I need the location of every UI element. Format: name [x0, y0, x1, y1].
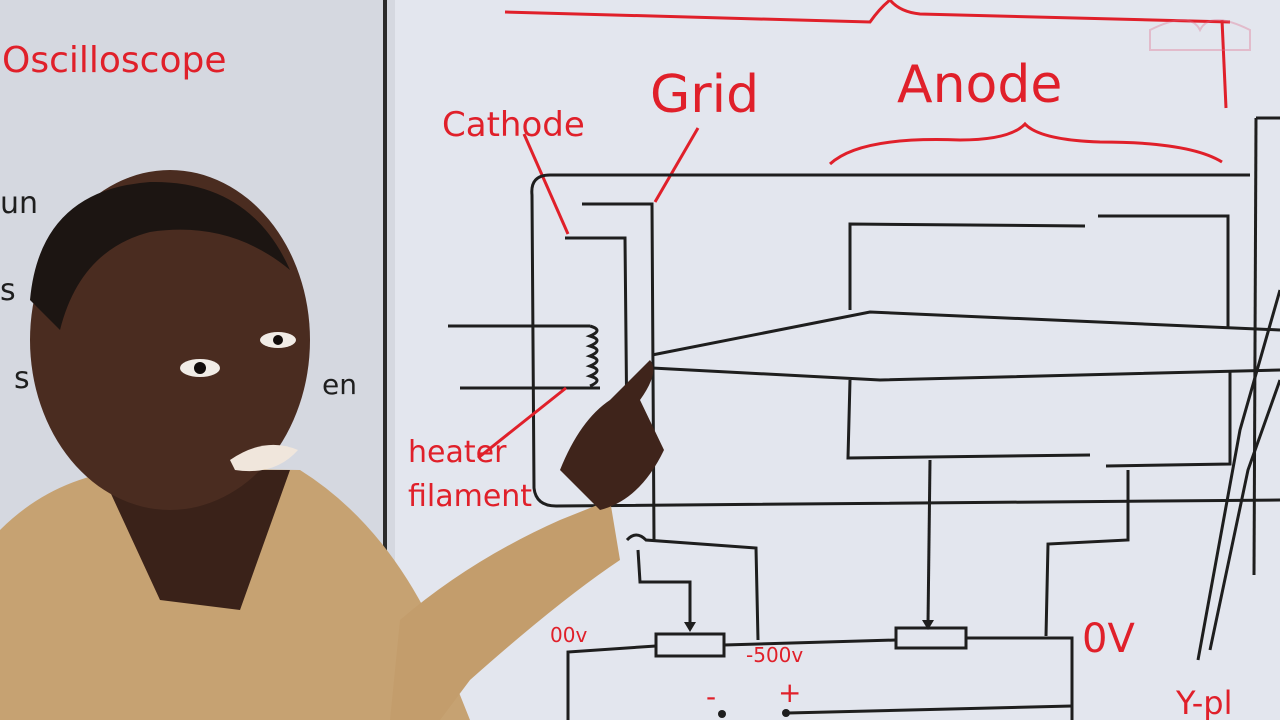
filament-label: filament — [408, 479, 532, 514]
grid-lead — [625, 533, 760, 641]
left-item-3: s — [14, 361, 30, 396]
left-item-4: en — [322, 368, 357, 401]
presenter-mouth — [230, 444, 298, 472]
anode-lead — [926, 459, 932, 625]
zero-volt-label: 0V — [1082, 616, 1135, 662]
battery-line — [787, 704, 1073, 715]
tube-envelope — [530, 173, 1280, 508]
battery-terminal-neg — [718, 710, 726, 718]
plus-sign: + — [778, 676, 801, 709]
oscilloscope-title: Oscilloscope — [2, 40, 227, 81]
cathode-lead — [636, 549, 692, 628]
top-brace — [504, 0, 1231, 24]
watermark-logo — [1149, 19, 1251, 51]
cathode-plate — [565, 236, 629, 441]
grid-pointer — [653, 127, 700, 203]
left-voltage-label: 00v — [550, 623, 587, 647]
supply-left — [566, 644, 657, 720]
top-brace-tick — [1220, 19, 1228, 109]
beam-bottom — [651, 366, 1280, 382]
presenter-hand — [560, 360, 664, 510]
battery-terminal-pos — [782, 709, 790, 717]
beam-top — [651, 310, 1280, 357]
potentiometer-1 — [654, 632, 726, 658]
anode-return-lead — [1044, 470, 1130, 637]
presenter-arm — [390, 500, 620, 720]
anode-top-right — [1098, 214, 1230, 328]
screen-edge — [1252, 117, 1258, 576]
anode-top-left — [848, 222, 1086, 310]
cathode-pointer — [522, 133, 570, 235]
arrow-2-head — [922, 620, 934, 630]
presenter — [0, 170, 664, 720]
y-plates-label: Y-pl — [1175, 684, 1233, 720]
anode-bottom-right — [1105, 372, 1232, 468]
cathode-label: Cathode — [442, 105, 585, 145]
minus-sign: - — [706, 680, 716, 713]
minus-500-label: -500v — [746, 643, 803, 667]
board-divider — [383, 0, 387, 590]
y-plate-line-2 — [1208, 379, 1280, 651]
y-plate-line-1 — [1196, 289, 1280, 661]
pupil-right — [273, 335, 283, 345]
grid-label: Grid — [650, 65, 759, 125]
heater-coil — [585, 324, 599, 388]
anode-brace — [828, 121, 1223, 166]
supply-mid — [723, 638, 897, 647]
heater-label: heater — [408, 435, 507, 470]
anode-label: Anode — [897, 55, 1062, 115]
potentiometer-2 — [894, 626, 968, 650]
left-item-1: un — [0, 186, 38, 221]
supply-right — [966, 636, 1074, 720]
anode-bottom-left — [846, 379, 1091, 460]
heater-pointer — [477, 386, 567, 460]
pupil-left — [194, 362, 206, 374]
left-item-2: s — [0, 273, 16, 308]
presenter-hair — [30, 181, 290, 330]
arrow-1-head — [684, 622, 696, 632]
